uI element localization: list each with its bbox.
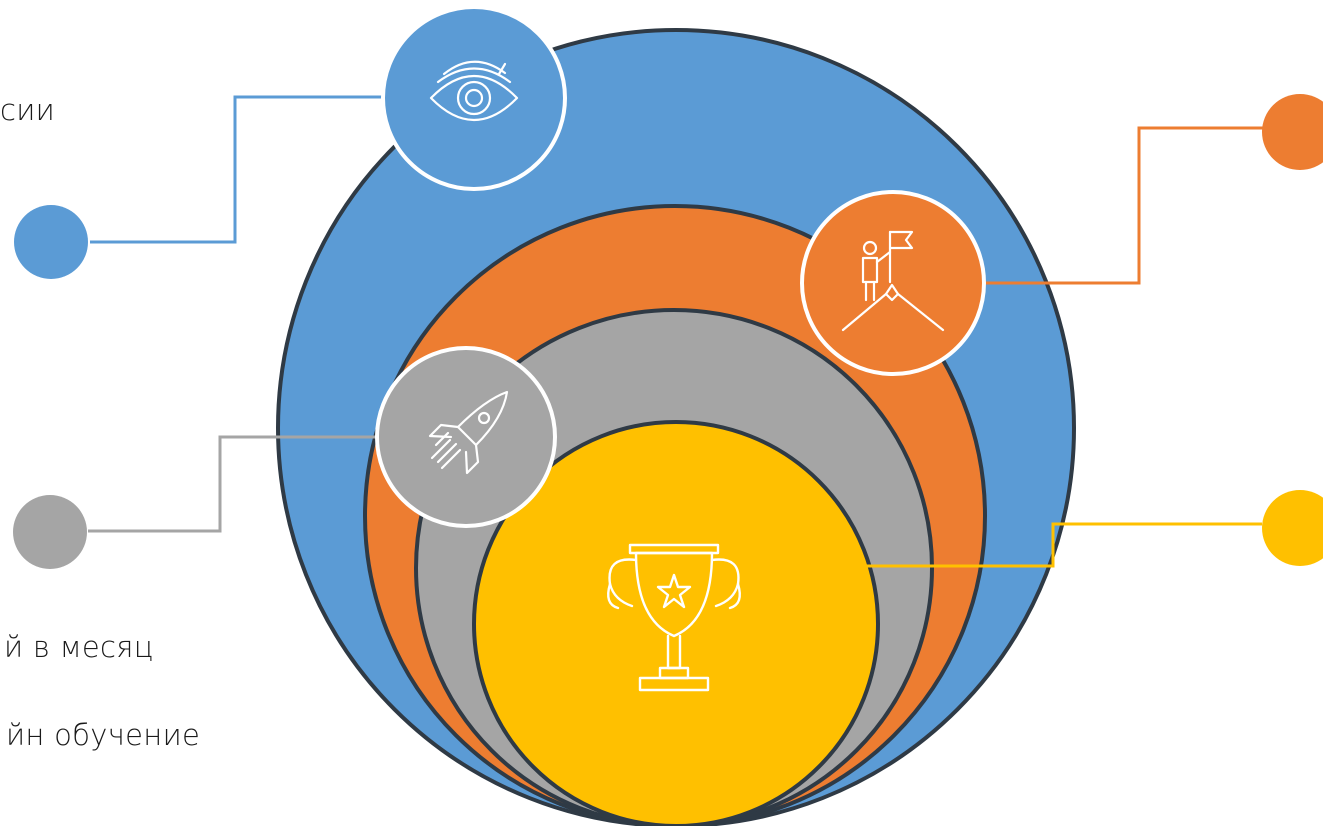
launch-badge xyxy=(375,346,557,528)
goal-dot xyxy=(1262,94,1323,170)
achievement-dot xyxy=(1262,490,1323,566)
vision-dot xyxy=(14,205,88,279)
eye-icon xyxy=(429,60,519,121)
person-flag-summit-icon xyxy=(841,230,945,332)
launch-dot xyxy=(13,495,87,569)
launch-connector-line xyxy=(88,435,378,533)
vision-connector-line xyxy=(90,95,385,244)
vision-caption: сии xyxy=(0,93,56,127)
vision-badge xyxy=(381,5,567,191)
goal-connector-line xyxy=(985,126,1265,285)
per-month-caption: й в месяц xyxy=(4,630,154,664)
rocket-icon xyxy=(428,390,509,475)
online-learning-caption: йн обучение xyxy=(6,718,201,752)
achievement-connector-line xyxy=(866,522,1262,568)
goal-badge xyxy=(800,190,986,376)
trophy-star-icon xyxy=(607,543,741,692)
